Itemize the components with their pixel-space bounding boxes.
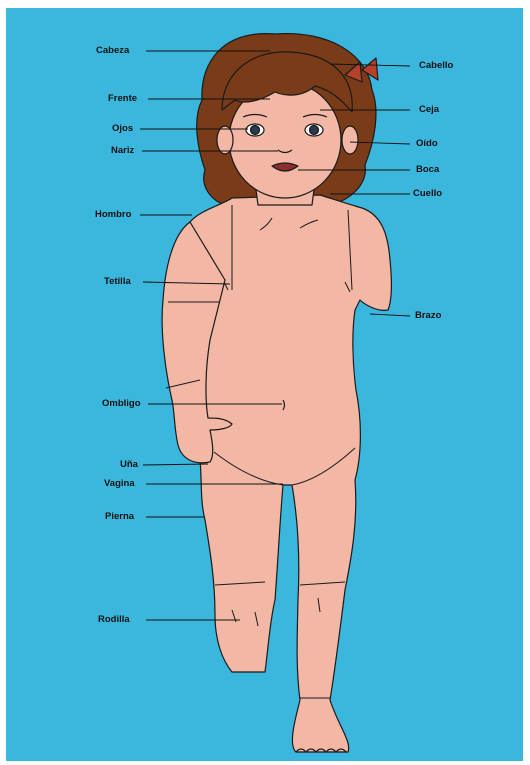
ear-right (342, 126, 358, 154)
label-brazo: Brazo (415, 310, 441, 322)
label-una: Uña (120, 459, 138, 471)
label-nariz: Nariz (111, 145, 134, 157)
label-ojos: Ojos (112, 123, 133, 135)
iris-left (251, 126, 260, 135)
label-frente: Frente (108, 93, 137, 105)
label-cuello: Cuello (413, 188, 442, 200)
label-oido: Oído (416, 138, 438, 150)
label-rodilla: Rodilla (98, 614, 130, 626)
label-vagina: Vagina (104, 478, 135, 490)
label-ceja: Ceja (419, 104, 439, 116)
label-cabeza: Cabeza (96, 45, 129, 57)
label-tetilla: Tetilla (104, 276, 131, 288)
ear-left (217, 126, 233, 154)
label-ombligo: Ombligo (102, 398, 141, 410)
label-pierna: Pierna (105, 511, 134, 523)
label-hombro: Hombro (95, 209, 131, 221)
label-boca: Boca (416, 164, 439, 176)
label-cabello: Cabello (419, 60, 453, 72)
iris-right (310, 126, 319, 135)
